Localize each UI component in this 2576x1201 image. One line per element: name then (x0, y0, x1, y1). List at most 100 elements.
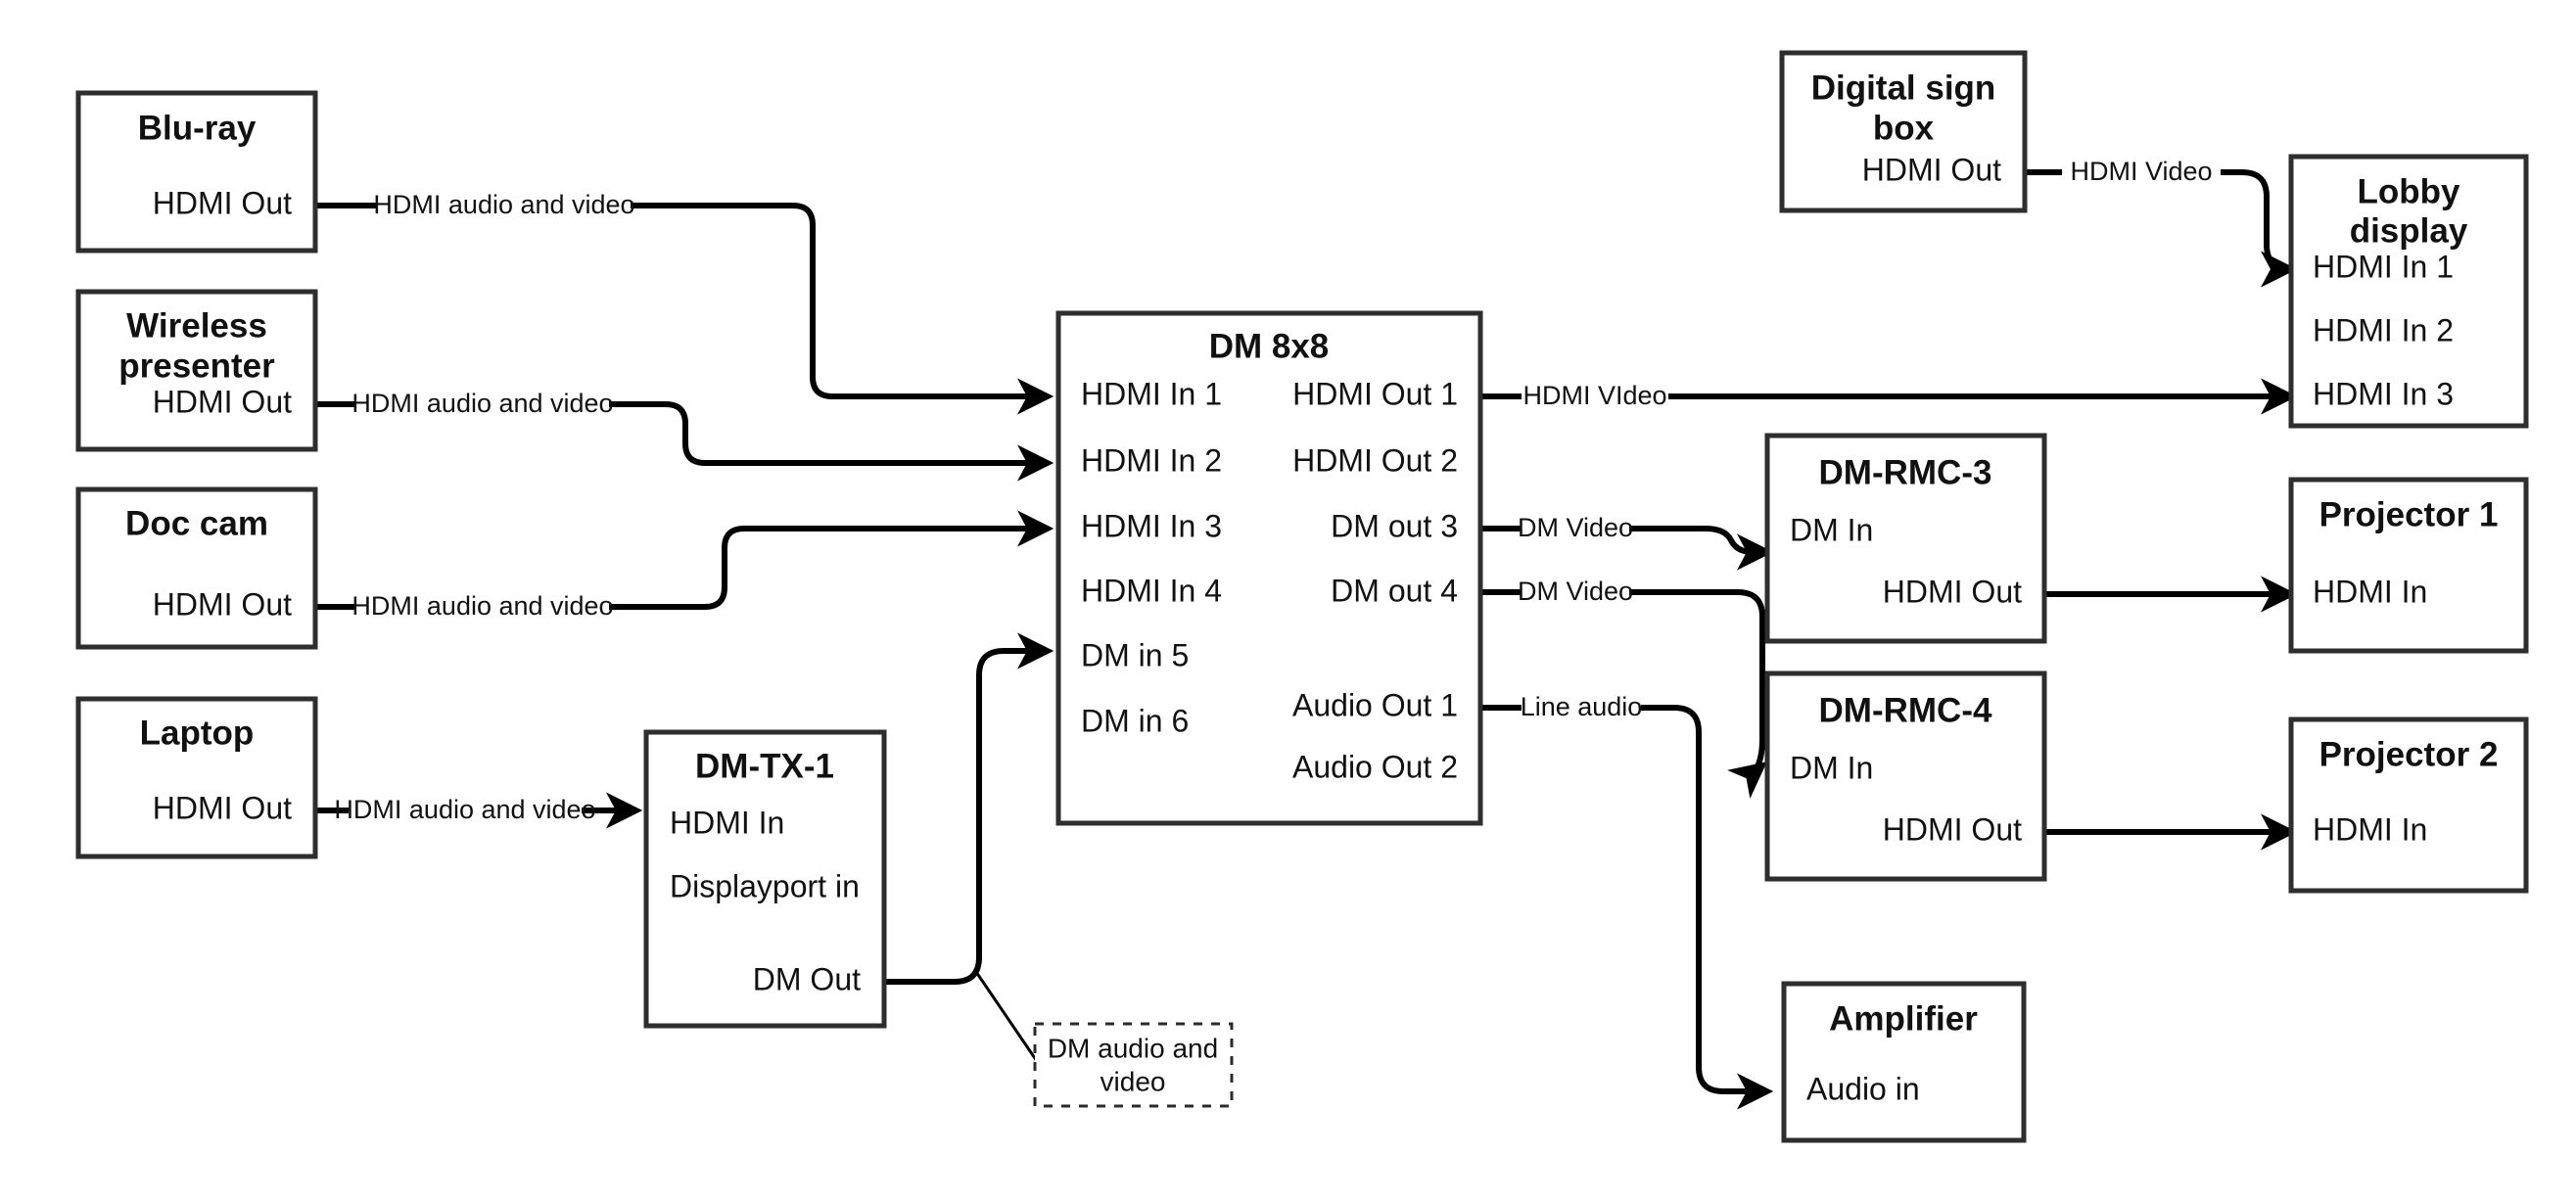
label-bg (1522, 512, 1629, 545)
node-projector-1[interactable]: Projector 1 HDMI In (2288, 477, 2529, 654)
digital-sign-box-title-line1: Digital sign (1811, 69, 1996, 107)
node-digital-sign-box[interactable]: Digital sign box HDMI Out (1779, 50, 2028, 213)
label-bg (356, 388, 609, 421)
projector-2-title: Projector 2 (2319, 735, 2499, 773)
node-amplifier[interactable]: Amplifier Audio in (1781, 981, 2027, 1143)
label-bg (1522, 691, 1641, 724)
dm-8x8-input-hdmi-in-2: HDMI In 2 (1081, 442, 1222, 478)
wireless-presenter-title-line2: presenter (118, 346, 275, 385)
laptop-box[interactable] (75, 696, 318, 859)
projector-2-box[interactable] (2288, 716, 2529, 894)
link-dm8x8-dmout3-to-dmrmc3 (1480, 529, 1767, 552)
projector-1-box[interactable] (2288, 477, 2529, 654)
projector-2-port-hdmi-in: HDMI In (2313, 811, 2427, 847)
edge-label-dm-out4-to-rmc4: DM Video (1518, 577, 1633, 606)
callout-dm-audio-and-video: DM audio and video (1033, 1022, 1234, 1108)
dm-rmc-3-title: DM-RMC-3 (1819, 453, 1992, 491)
node-dm-tx-1[interactable]: DM-TX-1 HDMI In Displayport in DM Out (643, 729, 887, 1029)
link-doccam-to-dm8x8-hdmi-in-3 (315, 529, 1048, 610)
dm-rmc-4-port-dm-in: DM In (1790, 750, 1873, 785)
node-projector-2[interactable]: Projector 2 HDMI In (2288, 716, 2529, 894)
node-dm-8x8[interactable]: DM 8x8 HDMI In 1 HDMI In 2 HDMI In 3 HDM… (1055, 310, 1483, 826)
label-bg (378, 189, 631, 222)
dm-8x8-input-dm-in-6: DM in 6 (1081, 703, 1189, 738)
label-bg (1522, 576, 1629, 609)
edge-label-laptop: HDMI audio and video (334, 794, 596, 827)
edge-label-bluray: HDMI audio and video (373, 189, 635, 222)
doc-cam-box[interactable] (75, 486, 318, 650)
amplifier-port-audio-in: Audio in (1806, 1071, 1920, 1106)
bluray-box[interactable] (75, 90, 318, 254)
wireless-presenter-port-hdmi-out: HDMI Out (153, 384, 292, 419)
digital-sign-box-box[interactable] (1779, 50, 2028, 213)
dm-tx-1-port-hdmi-in: HDMI In (670, 805, 784, 840)
dm-rmc-3-box[interactable] (1764, 433, 2047, 644)
bluray-title: Blu-ray (138, 109, 257, 147)
link-dmtx1-to-dm8x8-dm-in-5 (884, 632, 1054, 985)
label-bg (349, 794, 582, 827)
edge-label-wireless-to-dm: HDMI audio and video (351, 389, 613, 418)
node-laptop[interactable]: Laptop HDMI Out (75, 696, 318, 859)
link-dm8x8-audioout1-to-amplifier (1480, 705, 1767, 1091)
dm-8x8-input-dm-in-5: DM in 5 (1081, 637, 1189, 672)
dm-tx-1-port-dm-out: DM Out (753, 961, 861, 996)
edge-label-dm-audio1-to-amp: Line audio (1521, 692, 1643, 721)
dm-8x8-output-dm-out-3: DM out 3 (1331, 508, 1458, 543)
connections-layer (315, 169, 2291, 1091)
edge-label-dm-out4: DM Video (1518, 576, 1633, 609)
node-doc-cam[interactable]: Doc cam HDMI Out (75, 486, 318, 650)
link-bluray-to-dm8x8-hdmi-in-1 (315, 203, 1048, 396)
edge-label-bluray-to-dm: HDMI audio and video (373, 190, 634, 219)
node-dm-rmc-3[interactable]: DM-RMC-3 DM In HDMI Out (1764, 433, 2047, 644)
doc-cam-title: Doc cam (125, 504, 268, 542)
edge-label-doccam: HDMI audio and video (351, 590, 614, 624)
wireless-presenter-title-line1: Wireless (126, 306, 267, 345)
lobby-display-port-hdmi-in-3: HDMI In 3 (2313, 376, 2454, 411)
callout-box (1033, 1022, 1234, 1108)
edge-label-dm-out1-to-lobby: HDMI VIdeo (1522, 381, 1666, 410)
lobby-display-title-line1: Lobby (2358, 172, 2461, 210)
digital-sign-box-title-line2: box (1873, 109, 1935, 147)
edge-label-sign-to-lobby: HDMI Video (2070, 157, 2212, 186)
label-bg (356, 590, 609, 624)
laptop-port-hdmi-out: HDMI Out (153, 790, 292, 825)
dm-8x8-input-hdmi-in-3: HDMI In 3 (1081, 508, 1222, 543)
dm-tx-1-port-displayport-in: Displayport in (670, 868, 860, 903)
node-bluray[interactable]: Blu-ray HDMI Out (75, 90, 318, 254)
wireless-presenter-box[interactable] (75, 289, 318, 452)
dm-8x8-input-hdmi-in-1: HDMI In 1 (1081, 376, 1222, 411)
label-bg (1522, 380, 1668, 413)
dm-8x8-output-audio-out-2: Audio Out 2 (1292, 749, 1458, 784)
lobby-display-title-line2: display (2350, 211, 2468, 250)
projector-1-port-hdmi-in: HDMI In (2313, 574, 2427, 609)
link-wireless-to-dm8x8-hdmi-in-2 (315, 401, 1048, 463)
dm-8x8-input-hdmi-in-4: HDMI In 4 (1081, 573, 1222, 608)
node-dm-rmc-4[interactable]: DM-RMC-4 DM In HDMI Out (1764, 670, 2047, 882)
lobby-display-port-hdmi-in-1: HDMI In 1 (2313, 249, 2454, 284)
amplifier-box[interactable] (1781, 981, 2027, 1143)
link-dm8x8-dmout4-to-dmrmc4 (1480, 589, 1762, 773)
edge-label-dm-out3-to-rmc3: DM Video (1518, 513, 1633, 542)
node-lobby-display[interactable]: Lobby display HDMI In 1 HDMI In 2 HDMI I… (2288, 154, 2529, 429)
label-bg (2062, 156, 2221, 189)
dm-tx-1-box[interactable] (643, 729, 887, 1029)
dm-8x8-title: DM 8x8 (1209, 327, 1330, 365)
link-digitalsign-to-lobby-hdmi-in-1 (2025, 169, 2291, 269)
lobby-display-port-hdmi-in-2: HDMI In 2 (2313, 312, 2454, 347)
callout-text-line2: video (1101, 1066, 1166, 1096)
lobby-display-box[interactable] (2288, 154, 2529, 429)
edge-label-doccam-to-dm: HDMI audio and video (351, 591, 613, 621)
amplifier-title: Amplifier (1829, 999, 1978, 1038)
dm-8x8-box[interactable] (1055, 310, 1483, 826)
doc-cam-port-hdmi-out: HDMI Out (153, 586, 292, 622)
projector-1-title: Projector 1 (2319, 495, 2499, 533)
edge-label-laptop-to-tx: HDMI audio and video (334, 795, 595, 824)
edge-label-sign-to-lobby: HDMI Video (2062, 156, 2221, 189)
dm-rmc-4-title: DM-RMC-4 (1819, 691, 1992, 729)
dm-rmc-3-port-dm-in: DM In (1790, 512, 1873, 547)
dm-rmc-4-box[interactable] (1764, 670, 2047, 882)
dm-rmc-3-port-hdmi-out: HDMI Out (1883, 574, 2022, 609)
node-wireless-presenter[interactable]: Wireless presenter HDMI Out (75, 289, 318, 452)
